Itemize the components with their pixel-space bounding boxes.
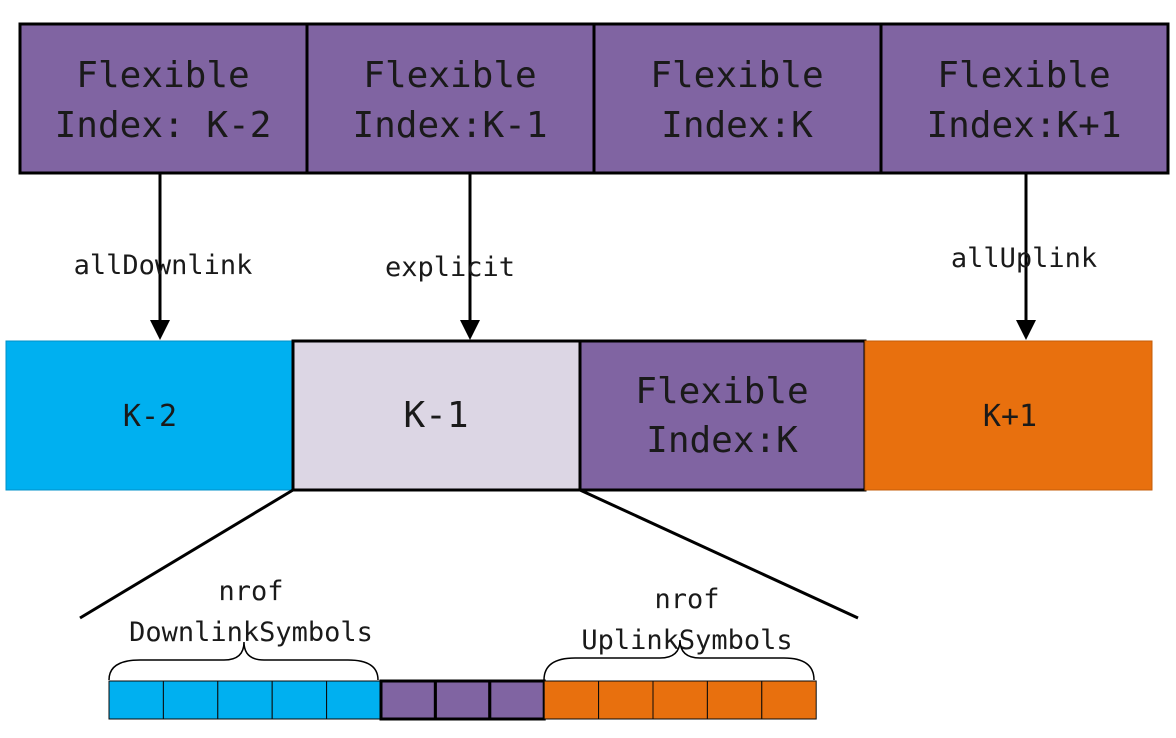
top-box-k-plus-1-line2: Index:K+1: [926, 105, 1121, 146]
uplink-symbol-cell: [761, 680, 817, 720]
arrow-head-explicit: [460, 320, 480, 340]
slot-k-plus-1-label: K+1: [983, 399, 1037, 434]
slot-k-minus-1: [291, 339, 582, 492]
top-box-k-minus-1-line1: Flexible: [363, 55, 536, 96]
uplink-symbols-line2: UplinkSymbols: [581, 625, 792, 656]
top-index-row: Flexible Index: K-2 Flexible Index:K-1 F…: [18, 22, 1170, 175]
zoom-line-left: [79, 488, 294, 620]
slot-k-plus-1: [864, 340, 1153, 491]
flexible-symbol-cell: [433, 679, 492, 721]
zoom-line-right: [579, 488, 859, 620]
top-box-k-minus-2: [18, 22, 309, 175]
label-explicit: explicit: [385, 252, 515, 283]
mapping-arrows: [150, 173, 1036, 340]
downlink-brace: [108, 641, 379, 681]
downlink-symbol-cell: [217, 680, 273, 720]
uplink-brace: [543, 639, 815, 681]
top-box-k: [592, 22, 883, 175]
top-box-k-plus-1-line1: Flexible: [937, 55, 1110, 96]
uplink-symbols-line1: nrof: [654, 584, 719, 615]
top-box-k-minus-2-line1: Flexible: [76, 55, 249, 96]
slot-k-line2: Index:K: [646, 420, 798, 461]
label-all-uplink: allUplink: [951, 243, 1097, 274]
slot-k-minus-1-label: K-1: [403, 395, 468, 436]
uplink-symbol-cell: [652, 680, 708, 720]
slot-k-minus-2-label: K-2: [123, 399, 177, 434]
downlink-symbol-cell: [271, 680, 328, 720]
top-box-k-minus-1-line2: Index:K-1: [352, 105, 547, 146]
downlink-symbols-line1: nrof: [218, 576, 283, 607]
arrow-head-all-uplink: [1016, 320, 1036, 340]
downlink-symbols-line2: DownlinkSymbols: [129, 617, 373, 648]
symbol-strip: [108, 679, 817, 721]
slot-k-minus-2: [5, 340, 294, 491]
slot-row: K-2 K-1 Flexible Index:K K+1: [5, 339, 1153, 492]
top-box-k-minus-2-line2: Index: K-2: [55, 105, 272, 146]
top-box-k-line1: Flexible: [650, 55, 823, 96]
flexible-symbol-cell: [379, 679, 437, 721]
slot-k-flexible: [578, 339, 867, 492]
downlink-symbol-cell: [326, 680, 382, 720]
uplink-symbol-cell: [598, 680, 654, 720]
slot-k-line1: Flexible: [635, 371, 808, 412]
uplink-symbol-cell: [706, 680, 763, 720]
label-all-downlink: allDownlink: [74, 250, 253, 281]
downlink-symbol-cell: [162, 680, 219, 720]
downlink-symbol-cell: [108, 680, 164, 720]
top-box-k-plus-1: [879, 22, 1170, 175]
top-box-k-line2: Index:K: [661, 105, 813, 146]
top-box-k-minus-1: [305, 22, 596, 175]
flexible-symbol-cell: [488, 679, 546, 721]
arrow-head-all-downlink: [150, 320, 170, 340]
uplink-symbol-cell: [543, 680, 600, 720]
